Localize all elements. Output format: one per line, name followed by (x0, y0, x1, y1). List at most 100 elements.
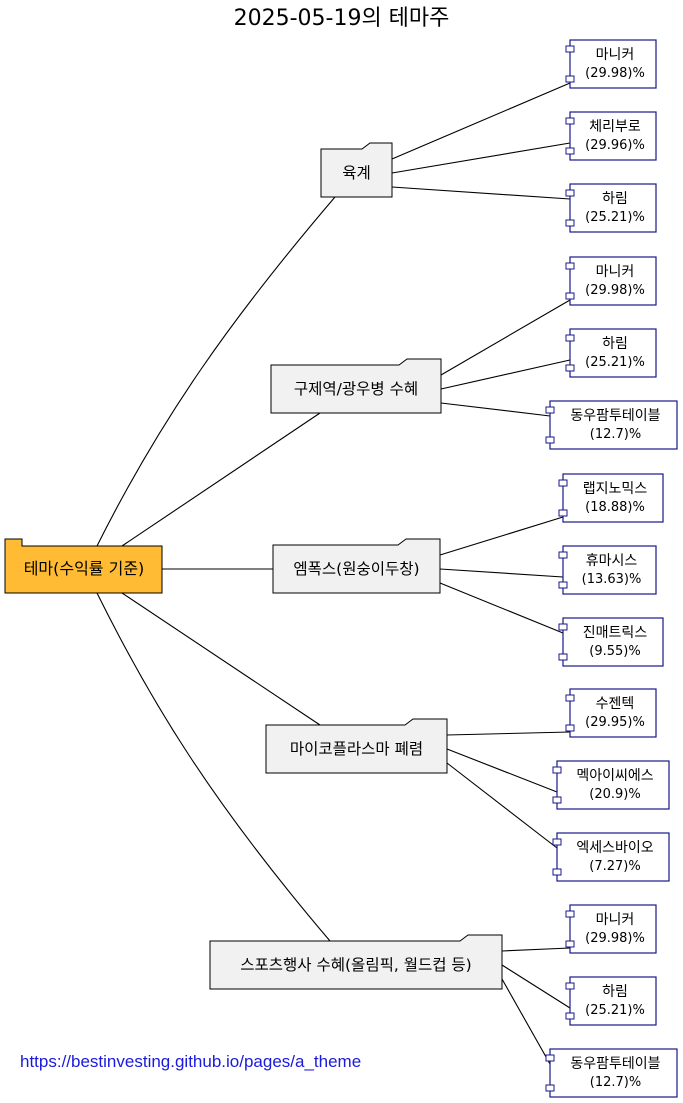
root-theme-edge-2 (121, 412, 321, 547)
stock-box (569, 183, 657, 233)
stock-name: 진매트릭스 (583, 625, 648, 641)
component-port-icon (565, 364, 575, 372)
theme-node-5[interactable]: 스포츠행사 수혜(올림픽, 월드컵 등) (209, 934, 503, 990)
component-port-icon (565, 117, 575, 125)
stock-node[interactable]: 하림 (25.21)% (565, 328, 657, 378)
stock-node[interactable]: 동우팜투테이블 (12.7)% (545, 1048, 678, 1098)
component-port-icon (545, 1054, 555, 1062)
stock-node[interactable]: 마니커(29.98)% (565, 256, 657, 306)
component-port-icon (558, 509, 568, 517)
root-label: 테마(수익률 기준) (24, 559, 145, 578)
theme-stock-edge (501, 964, 571, 1009)
stock-node[interactable]: 체리부로(29.96)% (565, 111, 657, 161)
stock-box (569, 111, 657, 161)
theme-stock-edge (440, 359, 571, 390)
component-port-icon (565, 1012, 575, 1020)
footer-link[interactable]: https://bestinvesting.github.io/pages/a_… (20, 1052, 362, 1071)
theme-node-2[interactable]: 구제역/광우병 수혜 (270, 358, 442, 414)
root-theme-edge-5 (96, 592, 331, 942)
stock-return: (29.95)% (585, 715, 645, 730)
stock-return: (29.98)% (585, 931, 645, 946)
component-port-icon (565, 982, 575, 990)
root-theme-edge-4 (121, 592, 321, 726)
stock-node[interactable]: 멕아이씨에스 (20.9)% (552, 760, 670, 810)
stock-return: (29.96)% (585, 138, 645, 153)
component-port-icon (558, 623, 568, 631)
stock-return: (20.9)% (589, 787, 640, 802)
component-port-icon (565, 219, 575, 227)
stock-name: 마니커 (596, 47, 635, 63)
stock-name: 마니커 (596, 912, 635, 928)
stock-node[interactable]: 엑세스바이오(7.27)% (552, 832, 670, 882)
stock-box (562, 473, 664, 523)
stock-node[interactable]: 하림(25.21)% (565, 183, 657, 233)
stock-name: 멕아이씨에스 (576, 768, 653, 784)
stock-node[interactable]: 마니커 (29.98)% (565, 904, 657, 954)
component-port-icon (552, 868, 562, 876)
component-port-icon (565, 694, 575, 702)
stock-node[interactable]: 랩지노믹스(18.88)% (558, 473, 664, 523)
theme-label: 스포츠행사 수혜(올림픽, 월드컵 등) (240, 956, 471, 974)
stock-return: (9.55)% (589, 644, 640, 659)
theme-stock-edge (440, 299, 571, 376)
theme-label: 엠폭스(원숭이두창) (293, 560, 419, 578)
component-port-icon (565, 189, 575, 197)
component-port-icon (565, 45, 575, 53)
theme-stock-edge (501, 978, 551, 1065)
stock-node[interactable]: 수젠텍 (29.95)% (565, 688, 657, 738)
root-node[interactable]: 테마(수익률 기준) (4, 538, 163, 594)
theme-folder-shape (320, 142, 393, 198)
stock-node[interactable]: 진매트릭스 (9.55)% (558, 617, 664, 667)
theme-label: 마이코플라스마 폐렴 (290, 740, 423, 758)
stock-name: 하림 (602, 336, 628, 352)
theme-stock-edge (439, 582, 564, 634)
theme-node-4[interactable]: 마이코플라스마 폐렴 (265, 718, 448, 774)
component-port-icon (565, 334, 575, 342)
stock-node[interactable]: 마니커 (29.98)% (565, 39, 657, 89)
theme-label: 구제역/광우병 수혜 (294, 380, 418, 398)
theme-stock-edge (446, 731, 571, 736)
component-port-icon (558, 551, 568, 559)
stock-name: 동우팜투테이블 (570, 1056, 660, 1072)
stock-return: (29.98)% (585, 66, 645, 81)
component-port-icon (558, 479, 568, 487)
theme-stock-edge (446, 748, 558, 793)
component-port-icon (545, 1084, 555, 1092)
component-port-icon (545, 436, 555, 444)
component-port-icon (552, 796, 562, 804)
theme-node-3[interactable]: 엠폭스(원숭이두창) (272, 538, 441, 594)
theme-folder-shape (265, 718, 448, 774)
component-port-icon (565, 75, 575, 83)
stock-name: 하림 (602, 984, 628, 1000)
theme-stock-edge (391, 186, 571, 200)
stock-name: 하림 (602, 191, 628, 207)
root-folder-shape (4, 538, 163, 594)
stock-node[interactable]: 하림 (25.21)% (565, 976, 657, 1026)
stock-node[interactable]: 동우팜투테이블 (12.7)% (545, 400, 678, 450)
stock-name: 마니커 (596, 264, 635, 280)
stock-return: (25.21)% (585, 1003, 645, 1018)
stock-return: (25.21)% (585, 355, 645, 370)
theme-stock-edge (439, 516, 564, 556)
stock-name: 동우팜투테이블 (570, 408, 660, 424)
stock-return: (18.88)% (585, 500, 645, 515)
theme-stock-edge (391, 82, 571, 160)
theme-node-1[interactable]: 육계 (320, 142, 393, 198)
stock-box (569, 39, 657, 89)
stock-box (569, 688, 657, 738)
diagram-title: 2025-05-19의 테마주 (233, 6, 450, 31)
stock-box (569, 328, 657, 378)
stock-name: 수젠텍 (596, 696, 635, 712)
stock-node[interactable]: 휴마시스(13.63)% (558, 545, 657, 595)
stock-return: (7.27)% (589, 859, 640, 874)
theme-stock-edge (439, 568, 564, 578)
component-port-icon (558, 581, 568, 589)
stock-return: (12.7)% (590, 1075, 641, 1090)
stock-box (562, 617, 664, 667)
root-theme-edge-1 (96, 196, 336, 547)
stock-box (556, 760, 670, 810)
component-port-icon (565, 147, 575, 155)
stock-return: (12.7)% (590, 427, 641, 442)
